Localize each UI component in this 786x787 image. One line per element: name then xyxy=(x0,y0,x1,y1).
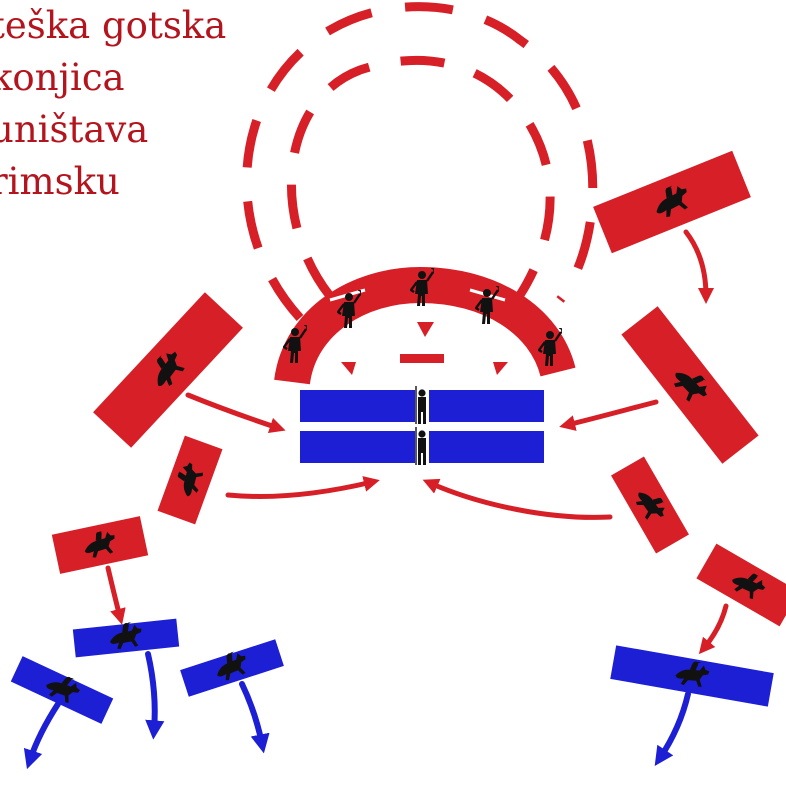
gothic-cavalry-se-upper xyxy=(611,456,689,554)
roman-cavalry xyxy=(10,618,774,724)
roman-cavalry-3 xyxy=(180,639,284,697)
caption-line-1: teška gotska xyxy=(0,4,227,47)
arrow xyxy=(654,691,691,766)
gothic-cavalry-nw xyxy=(93,292,243,448)
gothic-infantry-arc xyxy=(274,266,576,386)
arrowhead-small xyxy=(493,362,508,375)
caption-line-4: rimsku xyxy=(0,160,120,203)
wagon-laager xyxy=(242,2,598,322)
laager-outer-ring xyxy=(242,2,598,322)
roman-cavalry-1 xyxy=(72,618,180,658)
arrow xyxy=(698,603,729,655)
caption: teška gotska konjica uništava rimsku xyxy=(0,0,226,208)
gothic-cavalry xyxy=(51,150,786,627)
gothic-cavalry-w xyxy=(157,435,223,525)
caption-line-2: konjica xyxy=(0,56,125,99)
arrow xyxy=(239,681,270,754)
arrow xyxy=(683,229,714,304)
laager-inner-ring xyxy=(286,55,555,299)
arrow xyxy=(105,565,126,625)
gothic-attack-arrows xyxy=(105,229,729,655)
reserve-block xyxy=(400,354,444,363)
arrowhead-small xyxy=(417,322,434,337)
gothic-cavalry-ne xyxy=(593,150,751,254)
roman-cavalry-4 xyxy=(610,645,774,707)
arrow xyxy=(145,651,165,740)
arrow xyxy=(422,478,613,520)
arrow xyxy=(185,392,286,434)
gothic-cavalry-e xyxy=(621,306,759,464)
roman-retreat-arrows xyxy=(23,651,691,770)
arrow xyxy=(225,476,380,500)
arrow xyxy=(23,701,61,770)
roman-cavalry-2 xyxy=(10,656,114,724)
gothic-cavalry-se-lower xyxy=(696,543,786,627)
gothic-cavalry-sw xyxy=(51,516,149,574)
caption-line-3: uništava xyxy=(0,108,149,151)
arrowhead-small xyxy=(341,362,356,375)
roman-infantry xyxy=(300,386,544,466)
arrow xyxy=(559,399,659,431)
